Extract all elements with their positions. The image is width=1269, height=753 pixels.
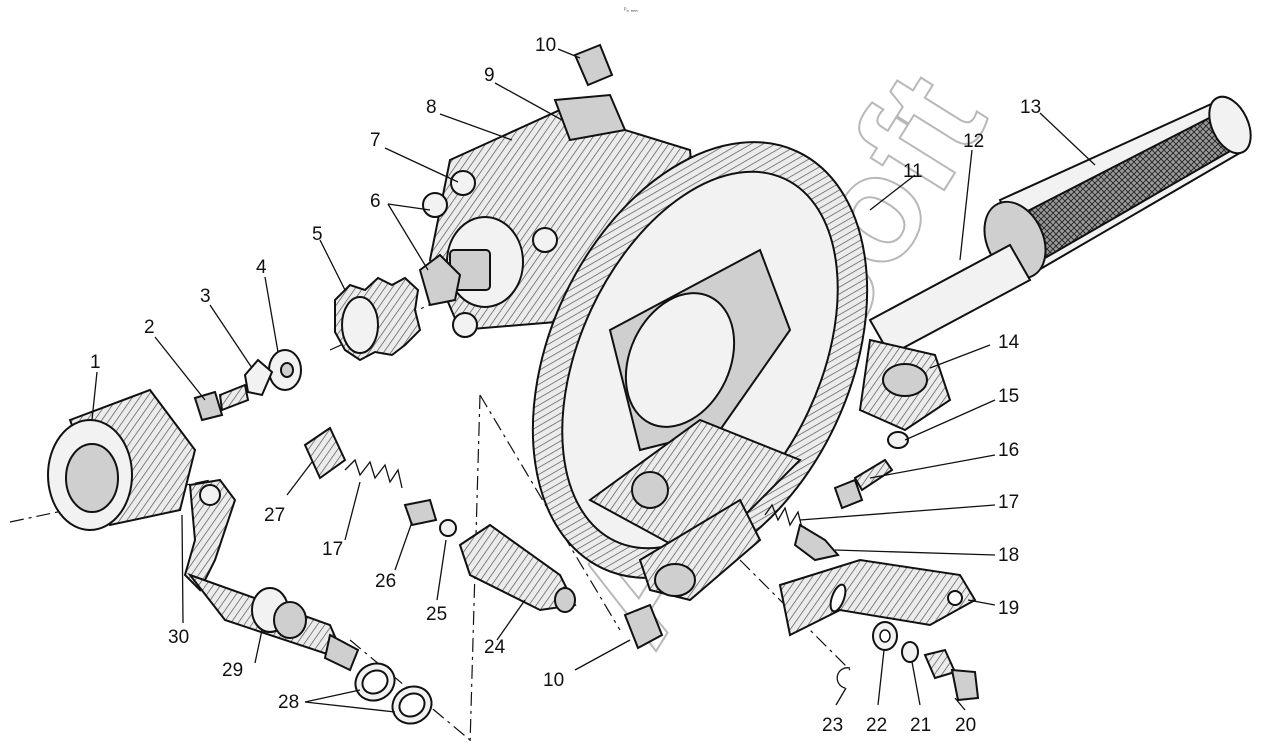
part-1-coupling — [47, 388, 197, 531]
part-14-flange — [858, 338, 952, 432]
callout-8: 8 — [426, 97, 437, 118]
part-17-spring-right — [764, 503, 803, 529]
callout-21: 21 — [910, 715, 931, 736]
callout-29: 29 — [222, 660, 243, 681]
callout-26: 26 — [375, 571, 396, 592]
callout-27: 27 — [264, 505, 285, 526]
part-6-shaft — [418, 253, 462, 307]
part-26-pin — [403, 498, 438, 527]
part-28-rings — [354, 662, 433, 725]
part-13-filter — [983, 95, 1252, 280]
callout-11: 11 — [903, 161, 923, 182]
callout-25: 25 — [426, 604, 447, 625]
part-17-spring-left — [344, 458, 403, 489]
callout-22: 22 — [866, 715, 887, 736]
callout-7: 7 — [370, 130, 381, 151]
callout-12: 12 — [963, 131, 984, 152]
part-10-plug-bottom — [623, 603, 664, 650]
axis-line-right — [739, 559, 851, 671]
part-24-valve-body — [458, 523, 577, 613]
callout-17-right: 17 — [998, 492, 1019, 513]
callout-10-top: 10 — [535, 35, 556, 56]
callout-20: 20 — [955, 715, 976, 736]
part-16-bolt — [833, 458, 894, 510]
callout-9: 9 — [484, 65, 495, 86]
callout-16: 16 — [998, 440, 1019, 461]
part-23-circlip — [836, 667, 851, 689]
part-29-shaft — [187, 572, 360, 672]
callout-19: 19 — [998, 598, 1019, 619]
part-25-ball — [439, 519, 457, 537]
part-4-washer — [268, 349, 302, 391]
part-9-lug — [553, 93, 627, 142]
callout-24: 24 — [484, 637, 506, 658]
leader-lines — [91, 48, 1096, 713]
callout-14: 14 — [998, 332, 1020, 353]
callout-15: 15 — [998, 386, 1019, 407]
part-20-bolt — [923, 648, 980, 702]
callout-1: 1 — [90, 352, 101, 373]
callout-10-bottom: 10 — [543, 670, 564, 691]
part-11-housing — [531, 141, 869, 602]
part-15-washer — [887, 431, 909, 449]
callout-3: 3 — [200, 286, 211, 307]
part-27-plug — [303, 426, 347, 480]
callout-4: 4 — [256, 257, 267, 278]
callout-6: 6 — [370, 191, 381, 212]
part-2-bolt — [193, 383, 250, 422]
callout-2: 2 — [144, 317, 155, 338]
callout-30: 30 — [168, 627, 189, 648]
part-19-bracket — [778, 558, 977, 637]
callout-5: 5 — [312, 224, 323, 245]
callout-13: 13 — [1020, 97, 1041, 118]
part-30-lever — [183, 478, 237, 592]
callout-17-left: 17 — [322, 539, 343, 560]
part-10-plug-top — [573, 43, 614, 87]
part-18-needle — [793, 523, 840, 562]
callout-23: 23 — [822, 715, 843, 736]
part-21-washer — [901, 641, 919, 663]
part-5-gear — [334, 276, 422, 362]
header-mark: ᴾₙ ₙₙₙ — [624, 7, 638, 14]
callout-28: 28 — [278, 692, 299, 713]
callout-18: 18 — [998, 545, 1019, 566]
part-3-lockplate — [243, 358, 274, 397]
part-22-washer — [872, 621, 898, 651]
callout-labels: 1 2 3 4 5 6 7 8 9 10 11 12 13 14 15 16 1… — [90, 35, 1041, 736]
